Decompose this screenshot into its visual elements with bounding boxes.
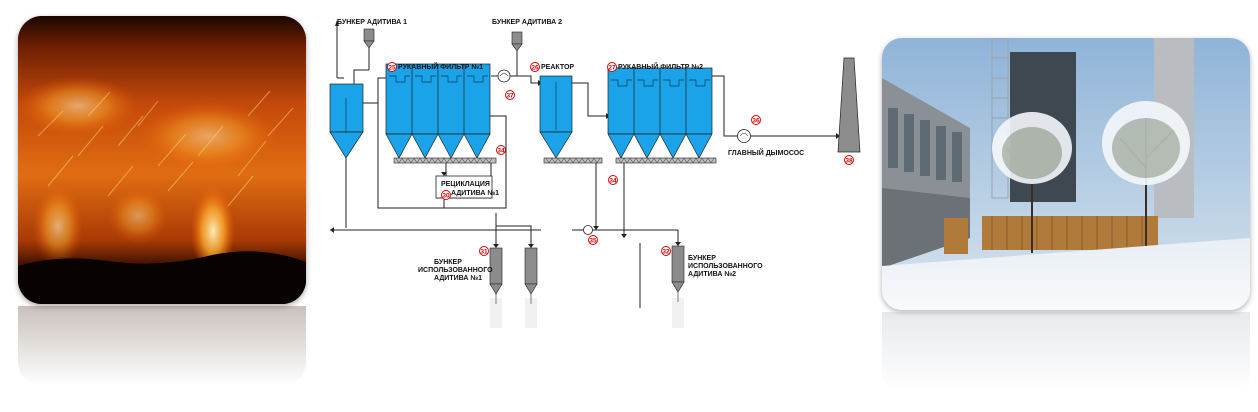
label-used-bunker-1-line1: БУНКЕР [434, 259, 462, 266]
label-additive-bunker-1: БУНКЕР АДИТИВА 1 [337, 19, 407, 26]
marker-26: 26 [531, 64, 539, 71]
label-recirculation-line1: РЕЦИКЛАЦИЯ [441, 181, 490, 188]
furnace-photo-reflection [18, 306, 306, 386]
snowy-plant-photo [882, 38, 1250, 310]
label-reactor: РЕАКТОР [541, 64, 574, 71]
label-used-bunker-1-line3: АДИТИВА №1 [434, 274, 482, 282]
marker-36: 36 [752, 117, 760, 124]
label-recirculation-line2: АДИТИВА №1 [451, 189, 499, 197]
marker-37: 37 [506, 92, 514, 99]
snowy-plant-image [882, 38, 1250, 310]
label-additive-bunker-2: БУНКЕР АДИТИВА 2 [492, 19, 562, 26]
furnace-flame-image [18, 16, 306, 304]
flue-gas-process-diagram: БУНКЕР АДИТИВА 1 БУНКЕР АДИТИВА 2 РУКАВН… [326, 8, 866, 400]
fan-35-icon [583, 225, 593, 235]
used-additive-bunker-2 [671, 245, 685, 302]
additive-bunker-2 [511, 31, 523, 76]
furnace-flame-photo [18, 16, 306, 304]
label-bag-filter-1: РУКАВНЫЙ ФИЛЬТР №1 [398, 62, 483, 71]
screw-conveyor-1 [393, 157, 497, 164]
marker-32: 32 [662, 248, 670, 255]
fan-37-icon [497, 69, 511, 83]
used-additive-bunker-1 [489, 247, 538, 304]
marker-31: 31 [480, 248, 488, 255]
marker-35: 35 [589, 237, 597, 244]
label-used-bunker-2-line3: АДИТИВА №2 [688, 270, 736, 278]
marker-34-a: 34 [497, 147, 505, 154]
label-used-bunker-1-line2: ИСПОЛЬЗОВАННОГО [418, 267, 493, 274]
screw-conveyor-reactor [543, 157, 603, 164]
cyclone-separator [329, 83, 364, 159]
additive-bunker-1 [363, 28, 375, 49]
marker-34-b: 34 [609, 177, 617, 184]
reactor-vessel [539, 75, 573, 159]
marker-38: 38 [845, 157, 853, 164]
snowy-photo-reflection [882, 312, 1250, 392]
screw-conveyor-2 [615, 157, 717, 164]
label-used-bunker-2-line1: БУНКЕР [688, 255, 716, 262]
label-main-exhauster: ГЛАВНЫЙ ДЫМОСОС [728, 148, 804, 157]
label-bag-filter-2: РУКАВНЫЙ ФИЛЬТР №2 [618, 62, 703, 71]
process-diagram-svg: БУНКЕР АДИТИВА 1 БУНКЕР АДИТИВА 2 РУКАВН… [329, 19, 861, 328]
bag-filter-2 [607, 67, 713, 159]
chimney-stack [837, 57, 861, 153]
marker-27: 27 [608, 64, 616, 71]
main-exhauster-fan-icon [737, 129, 751, 143]
marker-30: 30 [442, 192, 450, 199]
marker-25: 25 [388, 64, 396, 71]
bag-filter-1 [385, 63, 491, 159]
label-used-bunker-2-line2: ИСПОЛЬЗОВАННОГО [688, 263, 763, 270]
